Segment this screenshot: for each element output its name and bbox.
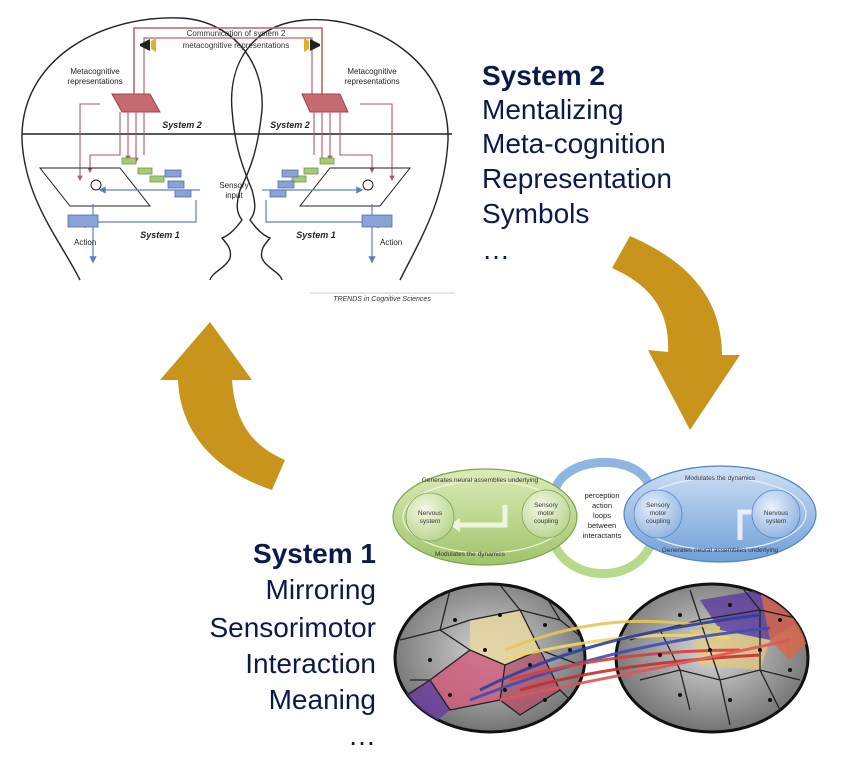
cycle-arrow-icon — [612, 236, 740, 430]
sensory-input-line2: input — [225, 191, 243, 200]
nervous-left-line1: Nervous — [418, 510, 443, 517]
left-loop-ellipse — [392, 468, 578, 566]
cycle-arrow-icon — [160, 322, 285, 490]
metacognitive-left-line2: representations — [67, 77, 122, 86]
sensory-input-line1: Sensory — [219, 181, 248, 190]
megaphone-icon — [304, 38, 320, 52]
figure-credit: TRENDS in Cognitive Sciences — [333, 296, 431, 303]
megaphone-icon — [140, 38, 156, 52]
nervous-right-line1: Nervous — [764, 510, 789, 517]
metacognitive-right-line1: Metacognitive — [347, 67, 397, 76]
action-box-left — [67, 214, 99, 228]
system1-item: Sensorimotor — [209, 612, 376, 643]
system1-item: … — [348, 720, 376, 751]
system1-label-right: System 1 — [296, 230, 336, 240]
sm-left-line2: motor — [538, 510, 555, 517]
loop-label-bottom-left: Modulates the dynamics — [435, 551, 506, 558]
system2-item: Meta-cognition — [482, 128, 666, 159]
system2-box-right — [301, 93, 349, 113]
metacognitive-right-line2: representations — [344, 77, 399, 86]
system2-item: … — [482, 234, 510, 265]
communication-label-line1: Communication of system 2 — [187, 29, 286, 38]
system2-title: System 2 — [482, 60, 605, 91]
system1-title: System 1 — [253, 538, 376, 569]
system2-item: Symbols — [482, 198, 590, 229]
system2-label-right: System 2 — [270, 120, 310, 130]
sm-right-line2: motor — [650, 510, 667, 517]
right-head-outline — [230, 18, 449, 281]
loop-label-top-left: Generates neural assemblies underlying — [422, 477, 539, 484]
left-head-outline — [21, 17, 263, 281]
center-label-line3: loops — [593, 511, 611, 520]
system2-item: Representation — [482, 163, 672, 194]
system2-box-left — [111, 93, 161, 113]
sm-right-line1: Sensory — [646, 502, 671, 509]
center-label-line4: between — [588, 521, 616, 530]
system2-item: Mentalizing — [482, 94, 624, 125]
system1-item: Meaning — [268, 684, 376, 715]
metacognitive-left-line1: Metacognitive — [70, 67, 120, 76]
sm-left-line3: coupling — [534, 518, 559, 525]
action-label-right: Action — [380, 238, 402, 247]
system2-label-left: System 2 — [162, 120, 202, 130]
nervous-system-node-right — [751, 489, 801, 539]
center-label-line2: action — [592, 501, 612, 510]
system1-item: Interaction — [245, 648, 376, 679]
communication-label-line2: metacognitive representations — [183, 41, 290, 50]
system1-label-left: System 1 — [140, 230, 180, 240]
system1-item: Mirroring — [265, 574, 376, 605]
nervous-system-node-left — [405, 492, 455, 542]
center-label-line1: perception — [584, 491, 619, 500]
nervous-left-line2: system — [420, 518, 441, 525]
sm-right-line3: coupling — [646, 518, 671, 525]
right-loop-ellipse — [623, 465, 817, 563]
action-box-right — [361, 214, 393, 228]
center-label-line5: interactants — [583, 531, 622, 540]
loop-label-top-right: Modulates the dynamics — [685, 475, 756, 482]
action-label-left: Action — [74, 238, 96, 247]
sensorimotor-node-left — [521, 489, 571, 539]
sm-left-line1: Sensory — [534, 502, 559, 509]
loop-label-bottom-right: Generates neural assemblies underlying — [662, 547, 779, 554]
nervous-right-line2: system — [766, 518, 787, 525]
sensorimotor-node-right — [633, 489, 683, 539]
